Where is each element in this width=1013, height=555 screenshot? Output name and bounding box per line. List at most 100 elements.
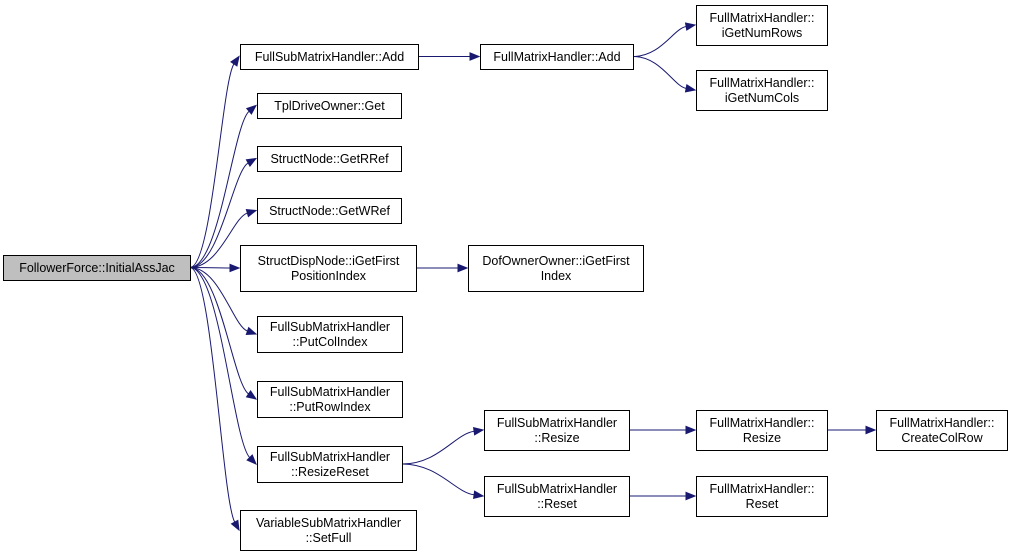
node-label: ::PutColIndex <box>292 335 368 349</box>
graph-node-fmh_ccr[interactable]: FullMatrixHandler::CreateColRow <box>876 410 1008 451</box>
call-edge <box>418 52 481 61</box>
call-edge <box>629 491 697 501</box>
node-box <box>3 255 191 281</box>
node-label: CreateColRow <box>901 431 983 445</box>
graph-node-fsmh_row[interactable]: FullSubMatrixHandler::PutRowIndex <box>257 381 403 418</box>
call-edge <box>827 425 877 435</box>
call-edge <box>401 463 485 500</box>
edge-line <box>401 430 475 465</box>
node-label: FullMatrixHandler:: <box>890 416 995 430</box>
node-label: ::Resize <box>534 431 579 445</box>
edge-line <box>632 26 687 57</box>
edge-arrowhead <box>684 84 697 93</box>
graph-node-fsmh_col[interactable]: FullSubMatrixHandler::PutColIndex <box>257 316 403 353</box>
node-box <box>240 245 417 292</box>
edge-arrowhead <box>457 263 469 273</box>
node-box <box>257 198 402 224</box>
graph-node-tdo_get[interactable]: TplDriveOwner::Get <box>257 93 402 119</box>
node-label: Reset <box>746 497 779 511</box>
node-box <box>696 476 828 517</box>
edge-arrowhead <box>245 326 258 335</box>
node-label: FullSubMatrixHandler <box>497 482 617 496</box>
graph-node-fsmh_add[interactable]: FullSubMatrixHandler::Add <box>240 44 419 70</box>
edge-arrowhead <box>229 263 241 273</box>
node-box <box>257 146 402 172</box>
graph-node-sn_getr[interactable]: StructNode::GetRRef <box>257 146 402 172</box>
node-label: ::Reset <box>537 497 577 511</box>
edge-arrowhead <box>245 157 258 167</box>
edge-line <box>189 63 235 268</box>
node-box <box>696 70 828 111</box>
node-box <box>484 476 630 517</box>
edge-line <box>189 162 249 268</box>
node-label: FullMatrixHandler:: <box>710 76 815 90</box>
node-label: FullMatrixHandler::Add <box>493 50 620 64</box>
node-box <box>257 381 403 418</box>
edge-arrowhead <box>684 22 697 31</box>
call-edge <box>632 22 697 57</box>
graph-node-fmh_rows[interactable]: FullMatrixHandler::iGetNumRows <box>696 5 828 46</box>
edge-line <box>401 463 475 496</box>
node-box <box>480 44 634 70</box>
node-box <box>257 93 402 119</box>
call-edge <box>189 267 258 335</box>
edge-arrowhead <box>865 425 877 435</box>
call-edge <box>629 425 697 435</box>
node-label: StructNode::GetWRef <box>269 204 390 218</box>
edge-line <box>189 267 251 458</box>
node-box <box>876 410 1008 451</box>
node-label: FullSubMatrixHandler::Add <box>255 50 404 64</box>
node-box <box>484 410 630 451</box>
call-edge <box>189 55 240 268</box>
node-label: ::SetFull <box>306 531 352 545</box>
call-edge <box>189 263 241 273</box>
edge-line <box>189 267 248 332</box>
node-label: FullSubMatrixHandler <box>497 416 617 430</box>
edge-arrowhead <box>245 209 258 218</box>
edge-line <box>189 110 250 268</box>
edge-line <box>632 56 687 89</box>
node-label: PositionIndex <box>291 269 367 283</box>
edge-arrowhead <box>469 52 481 61</box>
call-nodes: FollowerForce::InitialAssJacFullSubMatri… <box>3 5 1008 551</box>
call-edge <box>189 209 258 268</box>
edge-line <box>189 267 236 523</box>
edge-arrowhead <box>685 425 697 435</box>
call-edge <box>189 267 258 400</box>
node-label: DofOwnerOwner::iGetFirst <box>482 254 630 268</box>
call-edge <box>416 263 469 273</box>
node-label: Resize <box>743 431 781 445</box>
node-label: StructNode::GetRRef <box>270 152 389 166</box>
node-label: FullMatrixHandler:: <box>710 482 815 496</box>
graph-node-fmh_cols[interactable]: FullMatrixHandler::iGetNumCols <box>696 70 828 111</box>
edge-line <box>189 212 248 268</box>
edge-arrowhead <box>246 454 257 465</box>
graph-node-sn_getw[interactable]: StructNode::GetWRef <box>257 198 402 224</box>
graph-node-fmh_add[interactable]: FullMatrixHandler::Add <box>480 44 634 70</box>
graph-node-vsmh_sf[interactable]: VariableSubMatrixHandler::SetFull <box>240 510 417 551</box>
node-box <box>468 245 644 292</box>
graph-node-fsmh_res[interactable]: FullSubMatrixHandler::Resize <box>484 410 630 451</box>
call-edge <box>632 56 697 93</box>
edge-arrowhead <box>245 104 258 115</box>
graph-node-fsmh_rr[interactable]: FullSubMatrixHandler::ResizeReset <box>257 446 403 483</box>
node-label: StructDispNode::iGetFirst <box>258 254 400 268</box>
edge-arrowhead <box>472 427 485 436</box>
node-box <box>696 410 828 451</box>
edge-arrowhead <box>245 390 258 400</box>
node-label: FullSubMatrixHandler <box>270 385 390 399</box>
node-label: Index <box>541 269 572 283</box>
graph-node-fmh_res[interactable]: FullMatrixHandler::Resize <box>696 410 828 451</box>
graph-node-fsmh_rst[interactable]: FullSubMatrixHandler::Reset <box>484 476 630 517</box>
call-edge <box>189 157 258 268</box>
graph-node-fmh_rst[interactable]: FullMatrixHandler::Reset <box>696 476 828 517</box>
graph-node-root[interactable]: FollowerForce::InitialAssJac <box>3 255 191 281</box>
edge-arrowhead <box>685 491 697 501</box>
node-label: FullSubMatrixHandler <box>270 450 390 464</box>
edge-arrowhead <box>473 490 485 500</box>
edge-arrowhead <box>230 55 240 67</box>
node-label: FollowerForce::InitialAssJac <box>19 261 175 275</box>
